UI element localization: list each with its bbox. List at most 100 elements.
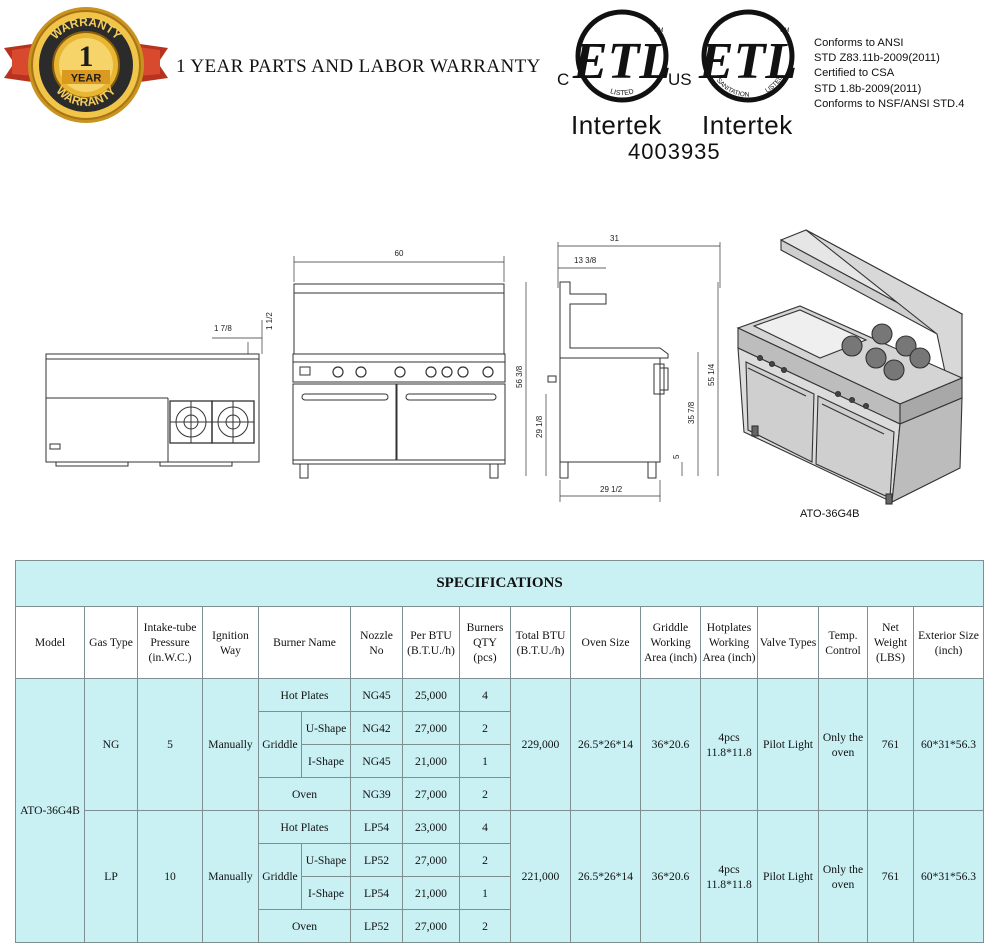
table-header-row: Model Gas Type Intake-tube Pressure (in.… xyxy=(15,606,985,679)
valve-cell: Pilot Light xyxy=(757,810,819,943)
weight-cell: 761 xyxy=(867,678,914,811)
front-width-dim: 60 xyxy=(395,249,404,258)
etl-letters: ETL xyxy=(572,33,671,90)
exterior-size-cell: 60*31*56.3 xyxy=(912,678,985,811)
burner-name-cell: Hot Plates xyxy=(258,678,351,712)
model-cell: ATO-36G4B xyxy=(15,678,85,943)
intertek-brand-1: Intertek xyxy=(571,110,662,140)
etl-control-number: 4003935 xyxy=(628,139,721,164)
burner-name-cell: Oven xyxy=(258,777,351,811)
qty-cell: 1 xyxy=(459,744,511,778)
table-row: LP 10 Manually Hot Plates LP54 23,000 4 … xyxy=(16,810,985,943)
gas-type-cell: NG xyxy=(84,678,138,811)
qty-cell: 2 xyxy=(459,909,511,943)
conformity-line: Conforms to ANSI xyxy=(814,37,904,49)
profile-view-drawing: 31 13 3/8 56 3/8 29 1/8 55 1/4 35 7/8 5 … xyxy=(515,234,721,502)
etl-sanitation-mark: ETL CM SANITATION LISTED xyxy=(698,9,797,103)
header-burner-name: Burner Name xyxy=(258,606,351,679)
profile-foot-dim: 5 xyxy=(672,454,681,459)
top-view-dim-a: 1 7/8 xyxy=(214,324,232,333)
weight-cell: 761 xyxy=(867,810,914,943)
hotplates-count: 4pcs xyxy=(718,730,740,744)
per-btu-cell: 23,000 xyxy=(402,810,460,844)
burner-name-cell: U-Shape xyxy=(301,711,351,745)
etl-country-us: US xyxy=(668,70,692,89)
etl-listed-text: LISTED xyxy=(609,88,634,97)
ignition-cell: Manually xyxy=(202,810,259,943)
table-row: Griddle U-Shape NG42 27,000 2 xyxy=(16,711,984,778)
header-model: Model xyxy=(15,606,85,679)
warranty-title: 1 YEAR PARTS AND LABOR WARRANTY xyxy=(176,56,541,77)
pressure-cell: 5 xyxy=(137,678,203,811)
profile-total-height-dim: 56 3/8 xyxy=(515,365,524,388)
pressure-cell: 10 xyxy=(137,810,203,943)
conformity-line: Certified to CSA xyxy=(814,67,895,80)
conformity-statement: Conforms to ANSI STD Z83.11b-2009(2011) … xyxy=(814,36,964,112)
burner-name-cell: Oven xyxy=(258,909,351,943)
profile-base-dim: 29 1/2 xyxy=(600,485,623,494)
conformity-line: STD Z83.11b-2009(2011) xyxy=(814,52,940,65)
badge-year-text: YEAR xyxy=(71,73,102,85)
specifications-title: SPECIFICATIONS xyxy=(14,560,985,607)
griddle-group-cell: Griddle xyxy=(258,843,302,910)
exterior-size-cell: 60*31*56.3 xyxy=(912,810,985,943)
hotplates-size: 11.8*11.8 xyxy=(706,877,752,891)
drawing-model-caption: ATO-36G4B xyxy=(800,508,860,520)
table-row: Griddle U-Shape LP52 27,000 2 xyxy=(16,843,984,910)
nozzle-cell: LP52 xyxy=(350,909,403,943)
qty-cell: 2 xyxy=(459,843,511,877)
isometric-view-drawing xyxy=(736,229,964,505)
profile-lower-dim: 29 1/8 xyxy=(535,415,544,438)
profile-alt-height-dim: 55 1/4 xyxy=(707,363,716,386)
nozzle-cell: NG42 xyxy=(350,711,403,745)
table-row: I-Shape NG45 21,000 1 xyxy=(16,744,984,778)
qty-cell: 1 xyxy=(459,876,511,910)
temp-control-cell: Only the oven xyxy=(818,810,868,943)
nozzle-cell: NG45 xyxy=(350,678,403,712)
conformity-line: STD 1.8b-2009(2011) xyxy=(814,82,922,95)
hotplates-count: 4pcs xyxy=(718,862,740,876)
per-btu-cell: 27,000 xyxy=(402,909,460,943)
header-total-btu: Total BTU (B.T.U./h) xyxy=(510,606,571,679)
warranty-badge: WARRANTY WARRANTY 1 YEAR xyxy=(4,7,168,123)
nozzle-cell: LP54 xyxy=(350,810,403,844)
intertek-brand-2: Intertek xyxy=(702,110,793,140)
etl-cm-label-2: CM xyxy=(780,28,789,34)
burner-name-cell: U-Shape xyxy=(301,843,351,877)
etl-country-c: C xyxy=(557,70,570,89)
range-technical-drawings: 1 7/8 1 1/2 60 xyxy=(45,229,964,505)
header-valve-types: Valve Types xyxy=(757,606,819,679)
table-row: Oven NG39 27,000 2 xyxy=(16,777,984,811)
front-view-drawing: 60 xyxy=(292,249,506,479)
table-row: I-Shape LP54 21,000 1 xyxy=(16,876,984,910)
nozzle-cell: LP52 xyxy=(350,843,403,877)
header-griddle-area: Griddle Working Area (inch) xyxy=(640,606,701,679)
specifications-table: SPECIFICATIONS Model Gas Type Intake-tub… xyxy=(14,560,985,943)
oven-size-cell: 26.5*26*14 xyxy=(570,810,641,943)
table-row: ATO-36G4B NG 5 Manually Hot Plates NG45 … xyxy=(15,678,985,943)
hotplates-size: 11.8*11.8 xyxy=(706,745,752,759)
table-row: Oven LP52 27,000 2 xyxy=(16,909,984,943)
etl-letters-2: ETL xyxy=(698,33,797,90)
header-gas-type: Gas Type xyxy=(84,606,138,679)
etl-cm-label: CM xyxy=(654,28,663,34)
burner-name-cell: I-Shape xyxy=(301,876,351,910)
header-temp-control: Temp. Control xyxy=(818,606,868,679)
burner-name-cell: Hot Plates xyxy=(258,810,351,844)
header-oven-size: Oven Size xyxy=(570,606,641,679)
svg-text:LISTED: LISTED xyxy=(609,88,634,97)
nozzle-cell: NG39 xyxy=(350,777,403,811)
ignition-cell: Manually xyxy=(202,678,259,811)
header-exterior-size: Exterior Size (inch) xyxy=(912,606,985,679)
total-btu-cell: 221,000 xyxy=(510,810,571,943)
qty-cell: 2 xyxy=(459,777,511,811)
top-view-dim-b: 1 1/2 xyxy=(265,312,274,330)
badge-number: 1 xyxy=(79,40,94,73)
temp-control-cell: Only the oven xyxy=(818,678,868,811)
header-intake-pressure: Intake-tube Pressure (in.W.C.) xyxy=(137,606,203,679)
per-btu-cell: 25,000 xyxy=(402,678,460,712)
per-btu-cell: 21,000 xyxy=(402,876,460,910)
nozzle-cell: LP54 xyxy=(350,876,403,910)
